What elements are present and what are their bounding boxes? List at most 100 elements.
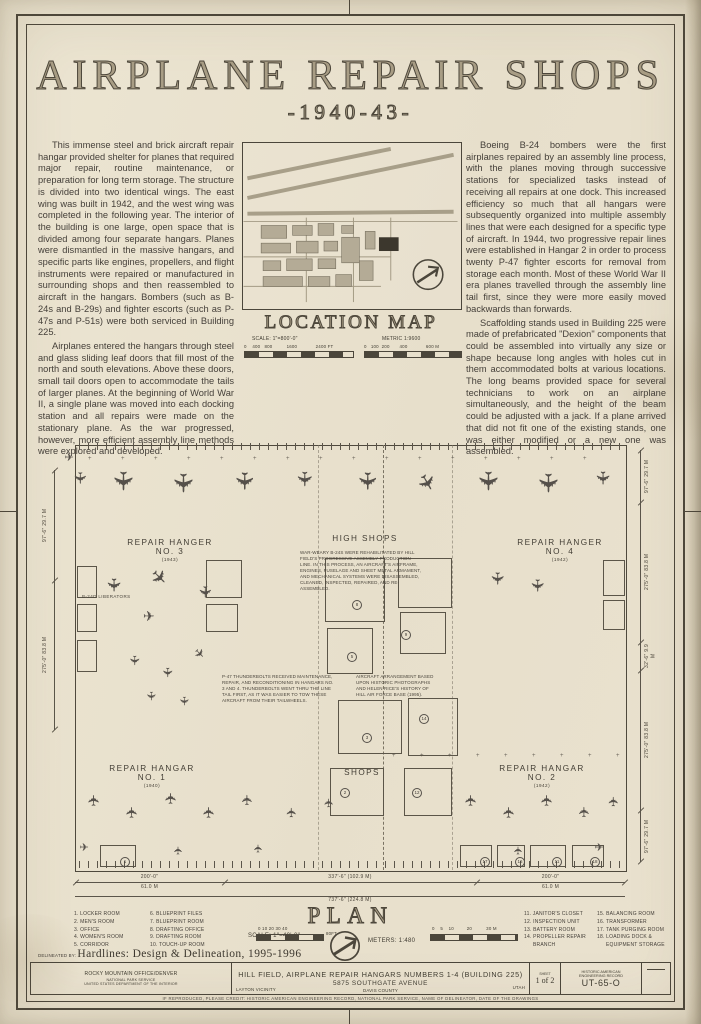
plan-scale-bar-ft — [256, 934, 324, 941]
airplane-icon: ✈ — [322, 797, 337, 809]
door-leaf-tick — [79, 443, 81, 450]
grid-tick: + — [154, 456, 158, 462]
door-leaf-tick — [565, 443, 567, 450]
door-leaf-tick — [502, 861, 504, 868]
room-outline — [603, 560, 625, 596]
delineated-by: DELINEATED BY: Hardlines: Design & Delin… — [38, 948, 301, 960]
door-leaf-tick — [547, 861, 549, 868]
sheet-subtitle: -1940-43- — [287, 100, 414, 125]
record-label1: HISTORIC AMERICAN — [581, 969, 621, 974]
airplane-icon: ✈ — [103, 577, 124, 593]
room-number-marker: 5 — [347, 652, 357, 662]
p47-note: P-47 THUNDERBOLTS RECEIVED MAINTENANCE, … — [222, 674, 334, 704]
b24-label: B-24D LIBERATORS — [82, 594, 131, 599]
room-outline — [77, 640, 97, 672]
door-leaf-tick — [313, 443, 315, 450]
airplane-icon: ✈ — [592, 470, 613, 486]
door-leaf-tick — [241, 443, 243, 450]
door-leaf-tick — [439, 443, 441, 450]
airplane-icon: ✈ — [195, 585, 213, 599]
door-leaf-tick — [259, 443, 261, 450]
room-outline — [398, 558, 452, 608]
door-leaf-tick — [367, 443, 369, 450]
grid-tick: + — [560, 753, 564, 759]
hangar1-name: REPAIR HANGAR — [109, 764, 195, 773]
door-leaf-tick — [115, 861, 117, 868]
door-leaf-tick — [331, 861, 333, 868]
hangar2-label: REPAIR HANGAR NO. 2 (1942) — [482, 764, 602, 788]
grid-tick: + — [121, 456, 125, 462]
room-outline — [100, 845, 136, 867]
dimension-label: 32'-6" 9.9 M — [644, 643, 657, 669]
airplane-icon: ✈ — [252, 843, 265, 853]
shops-name: SHOPS — [344, 768, 380, 777]
airplane-icon: ✈ — [462, 793, 480, 807]
door-leaf-tick — [574, 443, 576, 450]
door-leaf-tick — [349, 861, 351, 868]
map-scale-bar-ft — [244, 351, 354, 358]
title-block-project: HILL FIELD, AIRPLANE REPAIR HANGARS NUMB… — [232, 963, 530, 994]
door-leaf-tick — [466, 861, 468, 868]
grid-tick: + — [532, 753, 536, 759]
plan-north-arrow-icon — [329, 930, 361, 962]
room-outline — [338, 700, 402, 754]
office-name: ROCKY MOUNTAIN OFFICE/DENVER — [84, 971, 178, 977]
dimension-label: 200'-0" — [140, 874, 159, 880]
hangar1-label: REPAIR HANGAR NO. 1 (1940) — [92, 764, 212, 788]
dimension-line — [75, 882, 625, 883]
door-leaf-tick — [133, 861, 135, 868]
door-leaf-tick — [466, 443, 468, 450]
door-leaf-tick — [151, 861, 153, 868]
plan-grid-line — [318, 445, 319, 870]
door-leaf-tick — [205, 443, 207, 450]
room-outline — [206, 560, 242, 598]
door-leaf-tick — [493, 861, 495, 868]
room-outline — [400, 612, 446, 654]
project-title-line1: HILL FIELD, AIRPLANE REPAIR HANGARS NUMB… — [238, 970, 523, 979]
door-leaf-tick — [196, 443, 198, 450]
floor-plan-outline — [75, 445, 627, 872]
grid-tick: + — [352, 456, 356, 462]
hangar2-no: NO. 2 — [527, 773, 557, 782]
door-leaf-tick — [286, 443, 288, 450]
north-arrow-icon — [412, 259, 444, 291]
legend-item: 10. TOUCH-UP ROOM — [150, 942, 205, 948]
door-leaf-tick — [97, 861, 99, 868]
room-outline — [206, 604, 238, 632]
airplane-icon: ✈ — [500, 805, 518, 819]
legend-item: 18. LOADING DOCK & EQUIPMENT STORAGE — [597, 934, 665, 948]
dimension-label: 275'-0" 83.8 M — [644, 553, 650, 591]
shops-label: SHOPS — [322, 768, 402, 777]
airplane-icon: ✈ — [594, 841, 604, 854]
door-leaf-tick — [421, 443, 423, 450]
registration-tick — [0, 511, 17, 512]
plan-title: PLAN — [307, 903, 394, 929]
door-leaf-tick — [475, 443, 477, 450]
room-outline — [497, 845, 525, 867]
door-leaf-tick — [403, 861, 405, 868]
dimension-label: 61.0 M — [140, 884, 159, 890]
registration-tick — [349, 0, 350, 15]
grid-tick: + — [504, 753, 508, 759]
airplane-icon: ✈ — [70, 471, 88, 485]
grid-tick: + — [220, 456, 224, 462]
airplane-icon: ✈ — [487, 570, 507, 586]
door-leaf-tick — [187, 861, 189, 868]
intro-paragraph: Boeing B-24 bombers were the first airpl… — [466, 140, 666, 314]
sheet-number: 1 of 2 — [535, 976, 555, 985]
intro-left-column: This immense steel and brick aircraft re… — [38, 140, 234, 460]
project-vicinity: LAYTON VICINITY — [236, 987, 276, 992]
hangar4-year: (1942) — [551, 557, 569, 562]
room-number-marker: 8 — [352, 600, 362, 610]
airplane-icon: ✈ — [538, 793, 556, 807]
dimension-total-label: 737'-6" (224.8 M) — [328, 897, 372, 903]
legend-item: 3. OFFICE — [74, 926, 100, 933]
door-leaf-tick — [412, 861, 414, 868]
door-leaf-tick — [250, 443, 252, 450]
plan-grid-line — [452, 445, 453, 870]
door-leaf-tick — [601, 443, 603, 450]
plan-scale-ticks-ft: 0 10 20 30 40 — [258, 926, 288, 931]
door-leaf-tick — [277, 861, 279, 868]
